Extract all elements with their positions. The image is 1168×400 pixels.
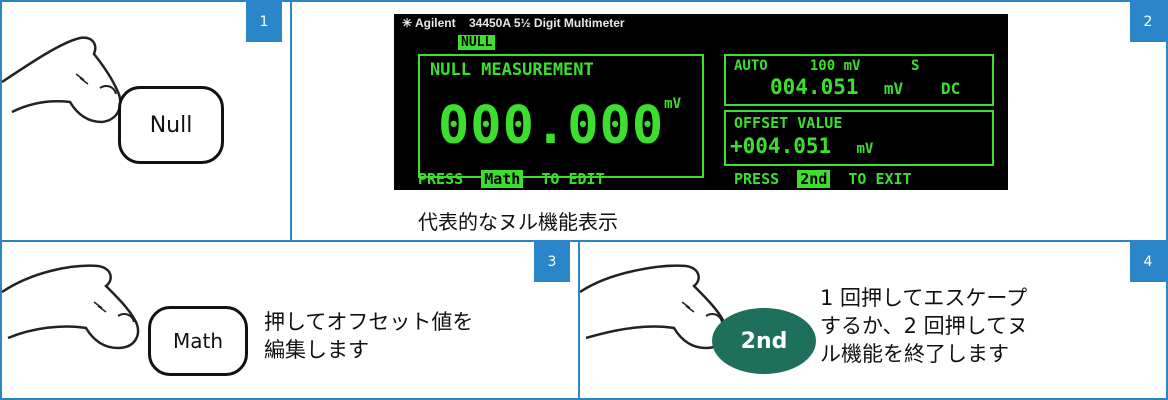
display-header: ✳ Agilent 34450A 5½ Digit Multimeter [402, 16, 625, 30]
multimeter-display: ✳ Agilent 34450A 5½ Digit Multimeter NUL… [394, 14, 1008, 190]
step-number-badge: 1 [246, 2, 282, 42]
offset-title: OFFSET VALUE [734, 114, 843, 132]
footer-right-press: PRESS [734, 170, 780, 188]
display-caption: 代表的なヌル機能表示 [418, 210, 618, 234]
step-number-badge: 3 [534, 242, 570, 282]
panel-4: 4 2nd 1 回押してエスケープ するか、2 回押してヌ ル機能を終了します [578, 240, 1168, 400]
null-measurement-title: NULL MEASUREMENT [430, 60, 594, 80]
range-mode: AUTO [734, 58, 768, 74]
panel-1: 1 Null [0, 0, 292, 242]
secondary-reading: 004.051 [770, 75, 859, 99]
brand-label: Agilent [414, 16, 456, 30]
footer-math-key: Math [481, 170, 524, 188]
step-3-description: 押してオフセット値を 編集します [264, 310, 474, 362]
step-number-badge: 2 [1130, 2, 1166, 42]
footer-left-press: PRESS [418, 170, 464, 188]
math-key[interactable]: Math [148, 306, 248, 376]
step-number-badge: 4 [1130, 242, 1166, 282]
2nd-key[interactable]: 2nd [712, 308, 816, 374]
pointing-hand-icon [2, 36, 122, 124]
footer-right-action: TO EXIT [848, 170, 912, 188]
main-reading: 000.000 [438, 96, 665, 156]
agilent-logo-icon: ✳ [402, 16, 413, 30]
coupling: DC [941, 79, 961, 98]
rate-indicator: S [911, 58, 920, 74]
offset-box [724, 110, 994, 166]
range-value: 100 mV [809, 58, 861, 74]
secondary-reading-box [724, 54, 994, 106]
null-annunciator: NULL [458, 35, 496, 50]
offset-reading: +004.051 [730, 134, 832, 158]
main-unit: mV [664, 96, 682, 112]
pointing-hand-icon [2, 264, 140, 350]
model-label: 34450A 5½ Digit Multimeter [468, 16, 625, 30]
null-key[interactable]: Null [118, 86, 224, 164]
secondary-unit: mV [883, 79, 904, 98]
footer-2nd-key: 2nd [797, 170, 831, 188]
step-4-description: 1 回押してエスケープ するか、2 回押してヌ ル機能を終了します [820, 286, 1028, 366]
offset-unit: mV [856, 141, 874, 157]
panel-3: 3 Math 押してオフセット値を 編集します [0, 240, 580, 400]
footer-left-action: TO EDIT [541, 170, 605, 188]
pointing-hand-icon [580, 264, 728, 350]
main-reading-box [418, 54, 704, 178]
